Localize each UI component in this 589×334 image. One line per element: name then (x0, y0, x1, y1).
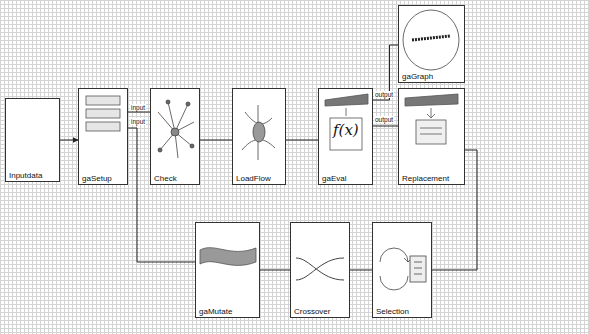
port-label: input (130, 118, 146, 125)
port-label: input (130, 104, 146, 111)
data-wire (200, 140, 232, 141)
function-block: Replacement (398, 88, 465, 185)
data-wire (60, 140, 78, 141)
data-wire (260, 270, 290, 271)
block-label: gaMutate (198, 307, 233, 316)
port-label: output (374, 116, 394, 123)
function-block: Crossover (290, 222, 350, 318)
data-wire (350, 270, 372, 271)
data-wire (286, 140, 318, 141)
port-label: output (374, 91, 394, 98)
function-block: gaGraph (398, 5, 465, 83)
data-wire (373, 45, 398, 100)
block-label: gaSetup (81, 174, 113, 183)
function-block: LoadFlow (232, 88, 286, 185)
block-label: Selection (375, 307, 410, 316)
block-label: LoadFlow (235, 174, 272, 183)
data-wire (432, 150, 477, 270)
function-block: Check (150, 88, 200, 185)
function-block: gaMutate (195, 222, 260, 318)
block-label: Replacement (401, 174, 450, 183)
function-block: Selection (372, 222, 432, 318)
block-label: gaEval (321, 174, 347, 183)
block-label: gaGraph (401, 72, 434, 81)
formula-label: f(x) (332, 122, 360, 138)
function-block: gaSetup (78, 88, 128, 185)
data-wire (128, 112, 150, 113)
block-label: Check (153, 174, 178, 183)
data-wire (373, 126, 398, 127)
block-label: Crossover (293, 307, 331, 316)
function-block: Inputdata (5, 98, 60, 182)
data-wire (128, 128, 195, 262)
block-label: Inputdata (8, 171, 43, 180)
